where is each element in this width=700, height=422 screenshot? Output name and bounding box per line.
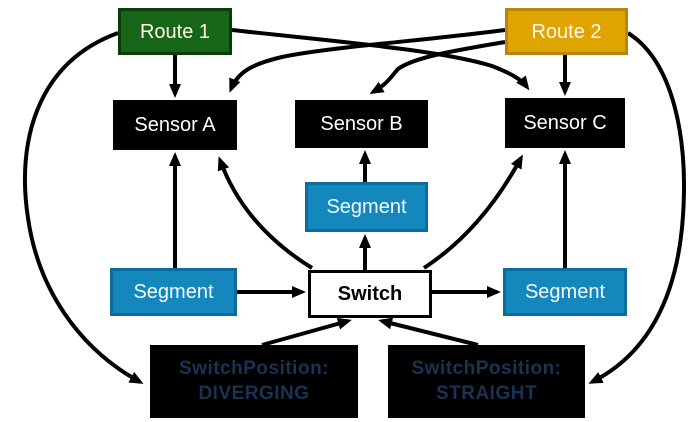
node-segment-left: Segment <box>110 268 237 316</box>
node-sensor-c-label: Sensor C <box>523 112 607 134</box>
edge-switchposition-diverging-to-switch-arrow <box>261 317 352 347</box>
edge-switch-to-sensorA-arrow <box>217 156 314 270</box>
node-route-1-label: Route 1 <box>139 20 211 43</box>
node-switchposition-straight: SwitchPosition: STRAIGHT <box>388 345 585 418</box>
node-route-2-label: Route 2 <box>531 20 602 43</box>
node-sensor-a: Sensor A <box>113 100 237 150</box>
node-segment-left-label: Segment <box>133 281 214 303</box>
node-sensor-a-label: Sensor A <box>134 114 216 136</box>
node-segment-middle: Segment <box>305 182 428 232</box>
node-switch-label: Switch <box>337 283 403 305</box>
node-switchposition-diverging: SwitchPosition: DIVERGING <box>150 345 358 418</box>
node-sensor-c: Sensor C <box>505 98 625 148</box>
node-switchposition-diverging-title: SwitchPosition: <box>179 357 329 379</box>
node-segment-middle-label: Segment <box>326 196 407 218</box>
edge-route2-to-sensorA-arrow <box>229 28 506 93</box>
node-route-1: Route 1 <box>118 8 232 55</box>
node-segment-right: Segment <box>503 268 627 316</box>
edge-route1-to-sensorC-arrow <box>231 28 530 91</box>
node-route-2: Route 2 <box>505 8 628 55</box>
node-segment-right-label: Segment <box>524 281 606 303</box>
edge-switchposition-straight-to-switch-arrow <box>378 317 479 347</box>
edge-route2-to-sensorB-arrow <box>369 40 506 94</box>
edge-route1-to-switchposition-diverging-arrow <box>22 31 144 384</box>
node-switchposition-diverging-value: DIVERGING <box>198 382 310 404</box>
node-switchposition-straight-title: SwitchPosition: <box>411 357 562 379</box>
edge-switch-to-sensorC-arrow <box>422 154 523 270</box>
node-sensor-b: Sensor B <box>295 100 428 148</box>
node-switchposition-straight-value: STRAIGHT <box>435 382 538 404</box>
node-sensor-b-label: Sensor B <box>320 113 403 135</box>
edge-route2-to-switchposition-straight-arrow <box>588 31 686 384</box>
node-switch: Switch <box>308 270 432 318</box>
